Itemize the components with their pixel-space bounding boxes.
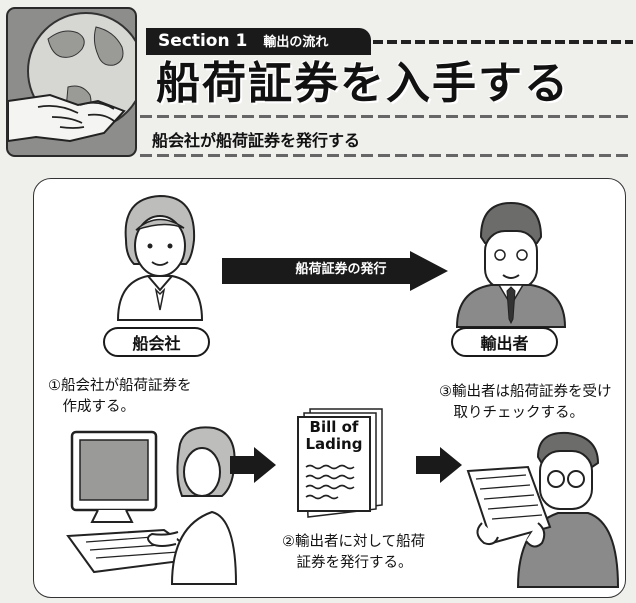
issue-arrow	[222, 251, 448, 291]
exporter-checking-documents-illustration	[466, 431, 620, 588]
section-stripe-divider	[373, 40, 633, 44]
globe-handshake-illustration	[6, 7, 137, 157]
exporter-person-icon	[455, 201, 567, 328]
exporter-label: 輸出者	[451, 327, 558, 357]
dashed-divider-top	[140, 115, 633, 118]
document-title-line1: Bill of	[309, 418, 359, 436]
page-title: 船荷証券を入手する	[156, 58, 570, 109]
issue-arrow-label: 船荷証券の発行	[295, 262, 387, 277]
section-subtitle: 輸出の流れ	[263, 35, 329, 50]
document-title-line2: Lading	[305, 435, 363, 453]
section-bar	[146, 28, 371, 55]
page-subtitle: 船会社が船荷証券を発行する	[152, 131, 361, 150]
section-number: Section 1	[158, 31, 248, 51]
step3-caption: ③輸出者は船荷証券を受け 取りチェックする。	[439, 384, 612, 421]
shipping-company-label: 船会社	[103, 327, 210, 357]
step1-caption: ①船会社が船荷証券を 作成する。	[48, 378, 192, 415]
dashed-divider-bottom	[140, 154, 633, 157]
arrow-to-exporter	[416, 447, 462, 483]
bill-of-lading-document-icon	[297, 408, 383, 518]
computer-operator-illustration	[66, 426, 238, 585]
shipping-company-person-icon	[116, 194, 204, 321]
step2-caption: ②輸出者に対して船荷 証券を発行する。	[282, 534, 426, 571]
arrow-to-document	[230, 447, 276, 483]
document-title: Bill of Lading	[298, 419, 370, 453]
globe-handshake-icon	[8, 12, 135, 143]
section-heading: Section 1 輸出の流れ	[158, 30, 328, 53]
